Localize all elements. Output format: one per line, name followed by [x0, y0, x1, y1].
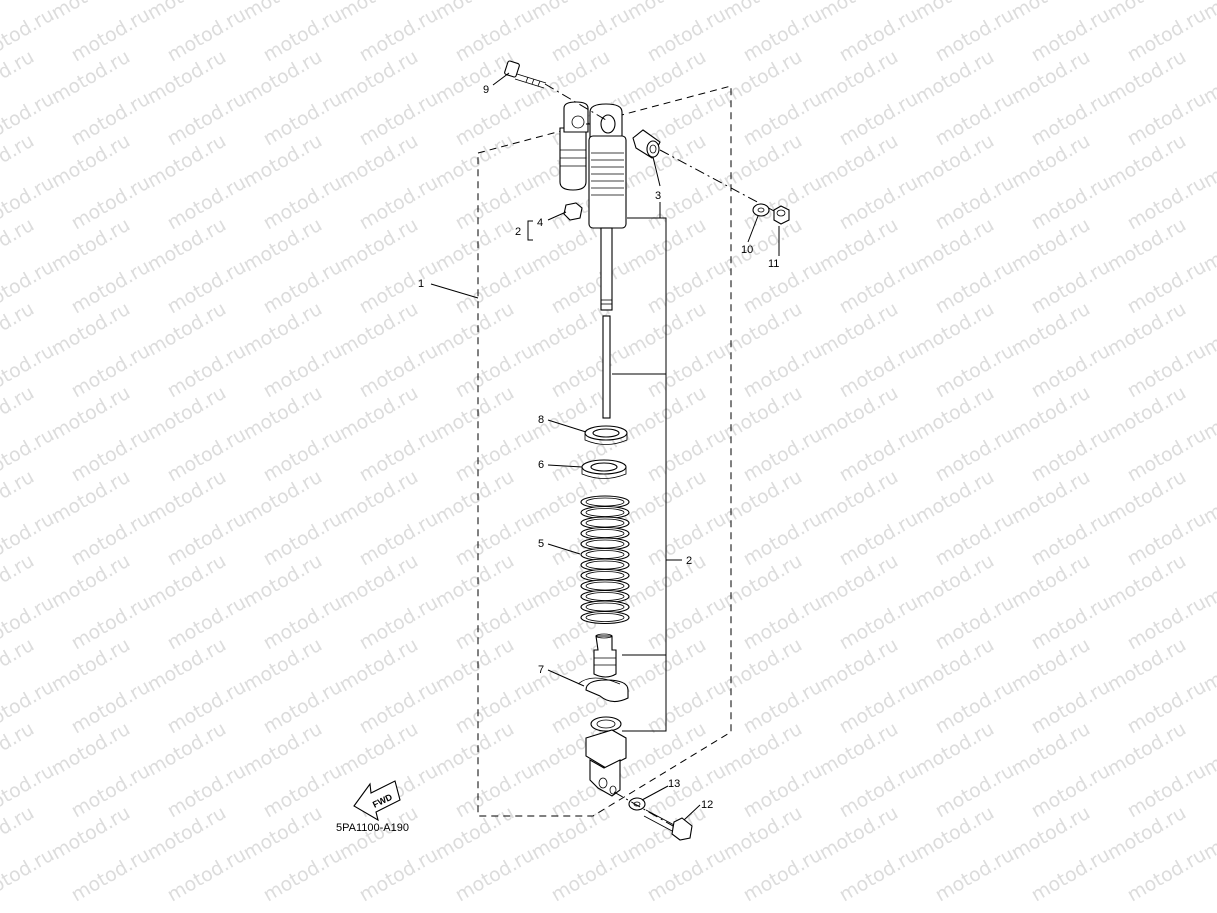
label-part-2-reservoir: 2: [515, 226, 521, 238]
shock-body: [586, 103, 627, 311]
watermark-text: motod.ru: [260, 844, 346, 907]
leader-lines: [430, 72, 780, 821]
watermark-text: motod.ru: [644, 844, 730, 907]
label-part-12: 12: [701, 799, 713, 811]
watermark-text: motod.ru: [164, 844, 250, 907]
watermark-text: motod.ru: [836, 844, 922, 907]
label-part-5: 5: [538, 538, 544, 550]
adjuster-nut-part-6: [581, 459, 627, 479]
lower-clevis: [585, 716, 627, 797]
label-part-9: 9: [483, 84, 489, 96]
watermark-text: motod.ru: [452, 844, 538, 907]
watermark-text: motod.ru: [548, 844, 634, 907]
bushing-part-3: [632, 129, 661, 218]
bump-stopper: [593, 633, 617, 678]
label-part-8: 8: [538, 414, 544, 426]
watermark-text: motod.ru: [1124, 844, 1210, 907]
nut-part-11: [773, 205, 790, 225]
washer-part-10: [752, 203, 770, 217]
watermark-text: motod.ru: [68, 844, 154, 907]
rod-part-2: [602, 315, 611, 419]
label-part-3: 3: [655, 190, 661, 202]
label-part-11: 11: [768, 258, 779, 270]
watermark-text: motod.ru: [932, 844, 1018, 907]
reservoir: [559, 101, 589, 221]
spring-guide-part-7: [577, 677, 629, 703]
label-part-2-rod: 2: [686, 555, 692, 567]
bolt-part-12: [643, 809, 693, 841]
watermark-text: motod.ru: [740, 844, 826, 907]
watermark-text: motod.ru: [0, 844, 58, 907]
collar-part-13: [628, 797, 646, 811]
assembly-boundary-dashed: [477, 85, 732, 817]
label-part-13: 13: [668, 778, 680, 790]
fwd-arrow-icon: FWD: [353, 780, 401, 822]
label-part-1: 1: [418, 278, 424, 290]
spring-coil-inner: [585, 613, 625, 622]
label-part-6: 6: [538, 459, 544, 471]
lock-nut-part-8: [584, 425, 628, 445]
spring-part-5: [580, 495, 630, 625]
label-part-4: 4: [537, 217, 543, 229]
label-part-7: 7: [538, 664, 544, 676]
watermark-text: motod.ru: [356, 844, 442, 907]
watermark-text: motod.ru: [1028, 844, 1114, 907]
label-part-10: 10: [741, 244, 753, 256]
part-2-bracket: [612, 217, 682, 732]
diagram-code: 5PA1100-A190: [336, 822, 409, 834]
